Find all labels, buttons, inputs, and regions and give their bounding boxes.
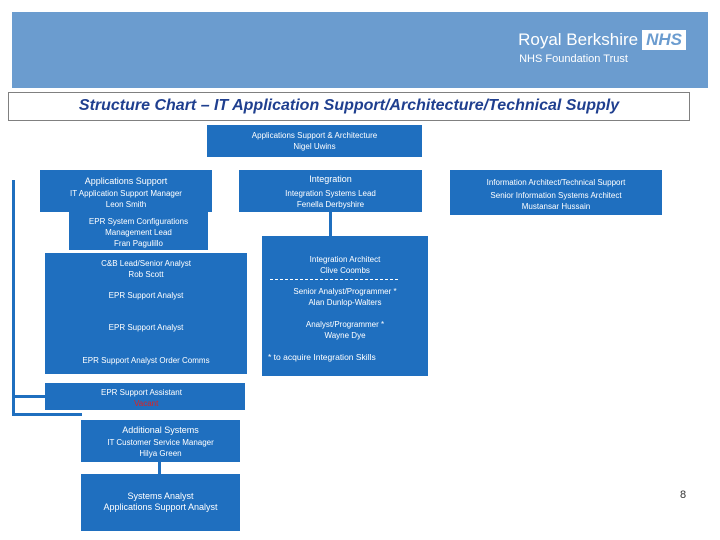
analyst-programmer-role: Analyst/Programmer *: [305, 320, 385, 329]
info-arch-role: Senior Information Systems Architect: [490, 191, 622, 200]
org-box-applications-team: [45, 253, 247, 374]
title-frame: Structure Chart – IT Application Support…: [8, 92, 690, 121]
info-arch-name: Mustansar Hussain: [521, 202, 591, 211]
org-box-epr-support-assistant: EPR Support Assistant Vacant: [45, 383, 245, 410]
org-box-epr-config: EPR System Configurations Management Lea…: [69, 212, 208, 250]
integration-role: Integration Systems Lead: [285, 189, 376, 198]
epr-config-line1: EPR System Configurations: [88, 217, 189, 226]
top-box-line1: Applications Support & Architecture: [251, 131, 378, 140]
org-box-information-architect: Information Architect/Technical Support …: [450, 170, 662, 215]
page-title: Structure Chart – IT Application Support…: [78, 97, 620, 114]
connector-integration-down: [329, 210, 332, 238]
logo-org-name: Royal Berkshire: [518, 30, 639, 49]
org-box-applications-support: Applications Support IT Application Supp…: [40, 170, 212, 212]
cab-lead-name: Rob Scott: [128, 270, 164, 279]
org-box-additional-systems: Additional Systems IT Customer Service M…: [81, 420, 240, 462]
systems-analyst-line1: Systems Analyst: [127, 491, 194, 501]
systems-analyst-line2: Applications Support Analyst: [103, 502, 218, 512]
header-banner: Royal Berkshire NHS NHS Foundation Trust: [12, 12, 708, 88]
nhs-logo-mark: NHS: [642, 30, 686, 50]
additional-role: IT Customer Service Manager: [107, 438, 214, 447]
top-box-line2: Nigel Uwins: [293, 142, 336, 151]
integration-architect-role: Integration Architect: [309, 255, 381, 264]
org-box-applications-architecture: Applications Support & Architecture Nige…: [207, 125, 422, 157]
epr-assistant-vacant: Vacant: [134, 399, 159, 408]
info-arch-heading: Information Architect/Technical Support: [486, 178, 626, 187]
logo-org-subtitle: NHS Foundation Trust: [519, 53, 628, 65]
org-box-integration-team: [262, 236, 428, 376]
senior-analyst-programmer-role: Senior Analyst/Programmer *: [293, 287, 397, 296]
analyst-programmer-name: Wayne Dye: [324, 331, 366, 340]
apps-support-name: Leon Smith: [105, 200, 147, 209]
apps-support-heading: Applications Support: [84, 176, 168, 186]
connector-left-to-additional: [12, 413, 82, 416]
epr-support-analyst-1: EPR Support Analyst: [108, 291, 184, 300]
additional-name: Hilya Green: [139, 449, 182, 458]
integration-name: Fenella Derbyshire: [296, 200, 365, 209]
additional-heading: Additional Systems: [122, 425, 199, 435]
connector-left-trunk: [12, 180, 15, 415]
integration-heading: Integration: [309, 174, 352, 184]
cab-lead-role: C&B Lead/Senior Analyst: [101, 259, 191, 268]
org-box-integration: Integration Integration Systems Lead Fen…: [239, 170, 422, 212]
integration-skills-note: * to acquire Integration Skills: [268, 352, 376, 362]
trust-logo: Royal Berkshire NHS NHS Foundation Trust: [518, 30, 686, 65]
epr-config-line2: Management Lead: [105, 228, 172, 237]
integration-architect-name: Clive Coombs: [320, 266, 370, 275]
apps-support-role: IT Application Support Manager: [70, 189, 182, 198]
epr-support-analyst-2: EPR Support Analyst: [108, 323, 184, 332]
connector-additional-down: [158, 462, 161, 474]
page-number: 8: [680, 489, 687, 501]
integration-divider: [270, 279, 398, 280]
senior-analyst-programmer-name: Alan Dunlop-Walters: [308, 298, 382, 307]
epr-support-analyst-order-comms: EPR Support Analyst Order Comms: [82, 356, 210, 365]
connector-left-to-assistant: [12, 395, 46, 398]
org-box-systems-analyst: Systems Analyst Applications Support Ana…: [81, 474, 240, 531]
epr-config-line3: Fran Pagulillo: [114, 239, 163, 248]
epr-assistant-role: EPR Support Assistant: [101, 388, 182, 397]
